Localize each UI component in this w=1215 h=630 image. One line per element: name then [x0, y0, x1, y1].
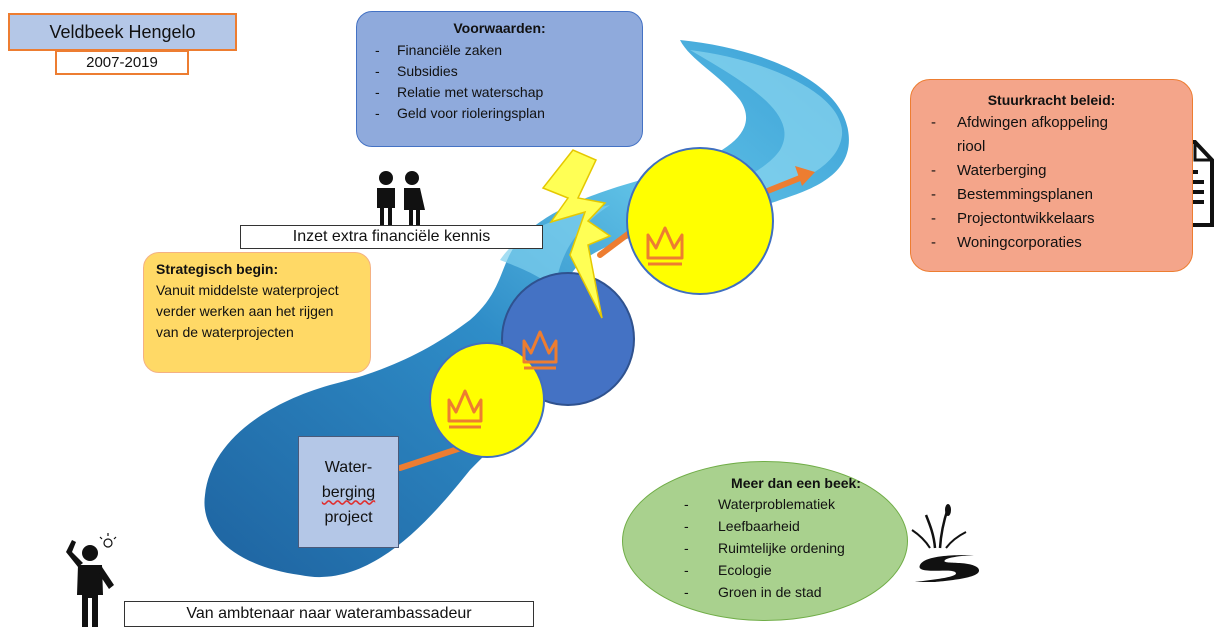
conditions-item: Relatie met waterschap [371, 82, 628, 103]
more-item: Waterproblematiek [676, 493, 906, 515]
crown-icon [646, 226, 684, 266]
more-list: Waterproblematiek Leefbaarheid Ruimtelij… [676, 493, 906, 603]
people-icon [377, 171, 425, 226]
project-line: project [324, 508, 373, 526]
circle-yellow-large [626, 147, 774, 295]
conditions-item: Financiële zaken [371, 40, 628, 61]
strategy-text: Vanuit middelste waterproject verder wer… [156, 282, 339, 340]
more-item: Leefbaarheid [676, 515, 906, 537]
project-line: berging [321, 483, 376, 501]
policy-box: Stuurkracht beleid: Afdwingen afkoppelin… [910, 79, 1193, 272]
ambassador-label: Van ambtenaar naar waterambassadeur [124, 601, 534, 627]
conditions-item: Geld voor rioleringsplan [371, 103, 628, 124]
lightning-icon [541, 149, 612, 319]
policy-item: Projectontwikkelaars [925, 207, 1135, 231]
more-item: Groen in de stad [676, 581, 906, 603]
progress-arrow-head [795, 166, 815, 186]
crown-icon [447, 389, 483, 429]
policy-item: Waterberging [925, 159, 1135, 183]
more-than-stream-content: Meer dan een beek: Waterproblematiek Lee… [676, 475, 906, 603]
more-title: Meer dan een beek: [731, 475, 861, 491]
stream-icon [911, 504, 980, 582]
person-idea-icon [66, 533, 117, 627]
more-item: Ruimtelijke ordening [676, 537, 906, 559]
diagram-title: Veldbeek Hengelo [8, 13, 237, 51]
more-item: Ecologie [676, 559, 906, 581]
conditions-title: Voorwaarden: [453, 20, 546, 36]
conditions-list: Financiële zaken Subsidies Relatie met w… [371, 40, 628, 124]
project-line: Water- [324, 458, 373, 476]
policy-item: Bestemmingsplanen [925, 183, 1135, 207]
knowledge-label: Inzet extra financiële kennis [240, 225, 543, 249]
circle-yellow-small [429, 342, 545, 458]
policy-title: Stuurkracht beleid: [987, 92, 1116, 108]
policy-item: Afdwingen afkoppeling riool [925, 111, 1135, 159]
strategy-title: Strategisch begin [156, 261, 274, 277]
crown-icon [522, 330, 558, 370]
policy-list: Afdwingen afkoppeling riool Waterberging… [925, 111, 1135, 255]
period-label: 2007-2019 [55, 50, 189, 75]
policy-item: Woningcorporaties [925, 231, 1135, 255]
strategy-box: Strategisch begin: Vanuit middelste wate… [143, 252, 371, 373]
water-storage-project-box: Water- berging project [298, 436, 399, 548]
conditions-item: Subsidies [371, 61, 628, 82]
conditions-box: Voorwaarden: Financiële zaken Subsidies … [356, 11, 643, 147]
